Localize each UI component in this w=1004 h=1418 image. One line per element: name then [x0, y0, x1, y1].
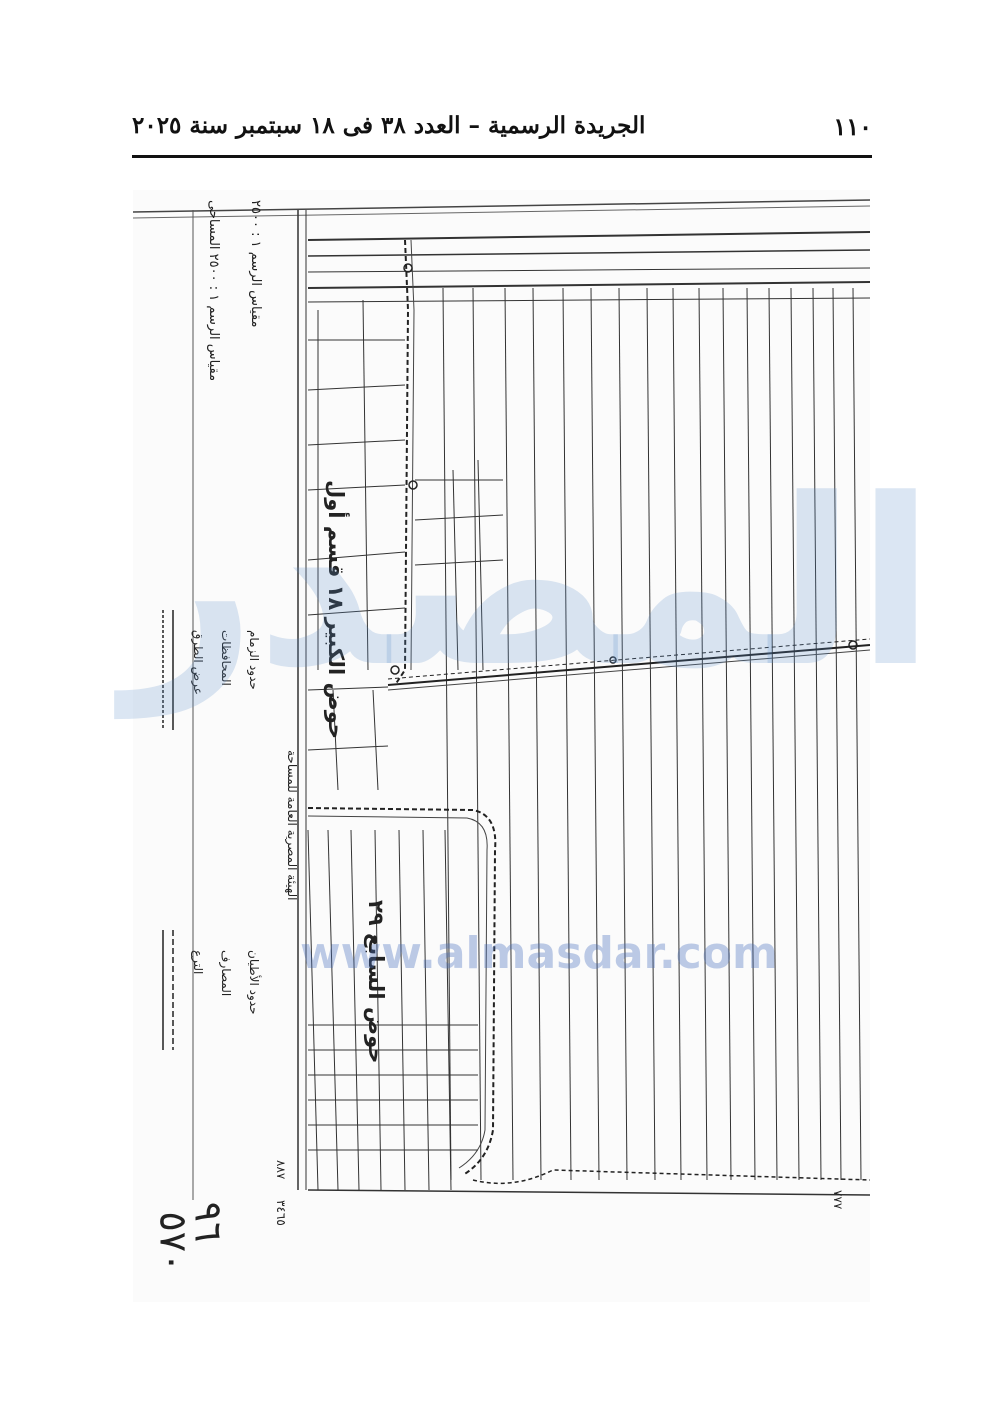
legend-drainage: المصارف: [219, 950, 233, 997]
legend-roads: عرض الطرق: [191, 630, 205, 695]
legend-markaz: المحافظات: [219, 630, 233, 686]
page-header: ١١٠ الجريدة الرسمية – العدد ٣٨ فى ١٨ سبت…: [132, 112, 872, 152]
header-divider: [132, 155, 872, 158]
handwritten-stamp-2: ٥٧٠: [151, 1211, 196, 1273]
legend-boundary: حدود الزمام: [247, 630, 261, 690]
map-drawing: [133, 190, 870, 1302]
legend-canals: الترع: [191, 950, 205, 975]
bottom-number-2: ٣٤٦٥: [274, 1200, 288, 1226]
page-number: ١١٠: [833, 112, 872, 141]
scale-survey-label: مقياس الرسم ١ : ٢٥٠٠ المساحى: [206, 200, 221, 382]
bottom-number-3: ٧٧٧: [831, 1190, 845, 1210]
bottom-number-1: ٨٨٧: [274, 1160, 288, 1180]
authority-label: الهيئة المصرية العامة للمساحة: [285, 750, 299, 901]
cadastral-map: حوض الكبير ١٨ قسم أول حوض السابع ٢٩ مقيا…: [133, 190, 870, 1302]
gazette-title: الجريدة الرسمية – العدد ٣٨ فى ١٨ سبتمبر …: [132, 112, 646, 139]
legend-land: حدود الأطيان: [247, 950, 261, 1015]
basin-label-kabir: حوض الكبير ١٨ قسم أول: [324, 480, 348, 740]
scale-label: مقياس الرسم ١ : ٢٥٠٠: [248, 200, 263, 328]
basin-label-sabea: حوض السابع ٢٩: [364, 900, 388, 1064]
